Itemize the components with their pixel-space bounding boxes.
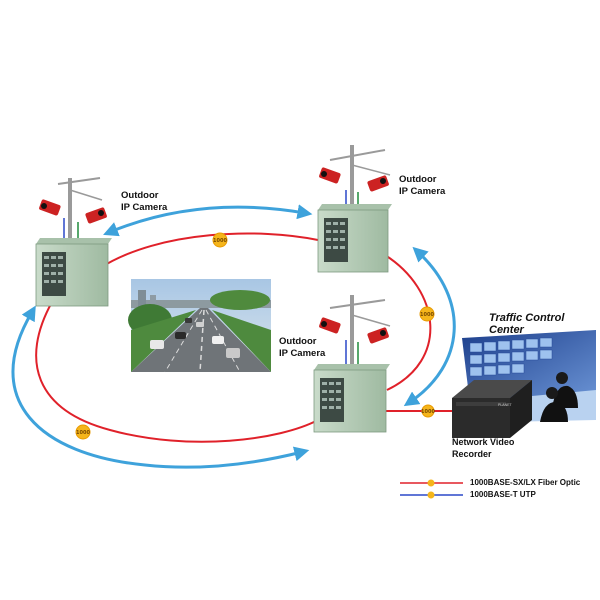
fiber-badge-bottom: 1000 bbox=[75, 424, 91, 440]
outdoor-cabinet-bottom bbox=[313, 295, 391, 433]
outdoor-cabinet-left bbox=[35, 177, 112, 307]
svg-text:1000: 1000 bbox=[76, 430, 90, 436]
legend-label-utp: 1000BASE-T UTP bbox=[470, 490, 536, 499]
svg-text:1000: 1000 bbox=[420, 312, 434, 318]
legend-badge-fiber bbox=[427, 479, 435, 487]
ring-arrow-left-bottom bbox=[11, 305, 310, 469]
highway-photo bbox=[128, 279, 271, 373]
ip-camera-icon bbox=[367, 327, 389, 344]
nvr-label-line1: Network Video bbox=[452, 437, 515, 447]
camera-label-bottom: Outdoor IP Camera bbox=[279, 336, 325, 360]
fiber-link-top bbox=[99, 232, 319, 269]
network-video-recorder: PLANET bbox=[452, 380, 532, 438]
camera-label-line2: IP Camera bbox=[121, 202, 168, 213]
ip-camera-icon bbox=[319, 317, 341, 334]
camera-label-line1: Outdoor bbox=[399, 174, 437, 185]
camera-label-top: Outdoor IP Camera bbox=[399, 174, 445, 198]
fiber-link-right bbox=[384, 254, 432, 391]
operator-icon bbox=[540, 387, 568, 422]
legend-badge-utp bbox=[427, 491, 435, 499]
ring-arrow-top bbox=[103, 204, 313, 237]
ring-arrow-right bbox=[403, 246, 456, 407]
camera-label-line1: Outdoor bbox=[279, 336, 317, 347]
fiber-badge-top: 1000 bbox=[212, 232, 228, 248]
fiber-badge-right: 1000 bbox=[419, 306, 435, 322]
nvr-label-line2: Recorder bbox=[452, 449, 492, 459]
ip-camera-icon bbox=[85, 207, 107, 224]
outdoor-cabinet-top bbox=[317, 145, 392, 273]
nvr-label: Network Video Recorder bbox=[452, 436, 514, 460]
svg-text:1000: 1000 bbox=[213, 238, 227, 244]
legend bbox=[400, 479, 463, 499]
camera-label-left: Outdoor IP Camera bbox=[121, 190, 167, 214]
nvr-brand: PLANET bbox=[498, 403, 512, 407]
camera-label-line2: IP Camera bbox=[279, 348, 326, 359]
camera-label-line2: IP Camera bbox=[399, 186, 446, 197]
fiber-link-bottom bbox=[35, 301, 319, 443]
ip-camera-icon bbox=[319, 167, 341, 184]
ip-camera-icon bbox=[39, 199, 61, 216]
control-center-title: Traffic Control Center bbox=[489, 312, 565, 336]
svg-text:1000: 1000 bbox=[421, 409, 435, 415]
legend-label-fiber: 1000BASE-SX/LX Fiber Optic bbox=[470, 478, 581, 487]
ip-camera-icon bbox=[367, 175, 389, 192]
camera-label-line1: Outdoor bbox=[121, 190, 159, 201]
fiber-badge-nvr: 1000 bbox=[421, 404, 435, 418]
